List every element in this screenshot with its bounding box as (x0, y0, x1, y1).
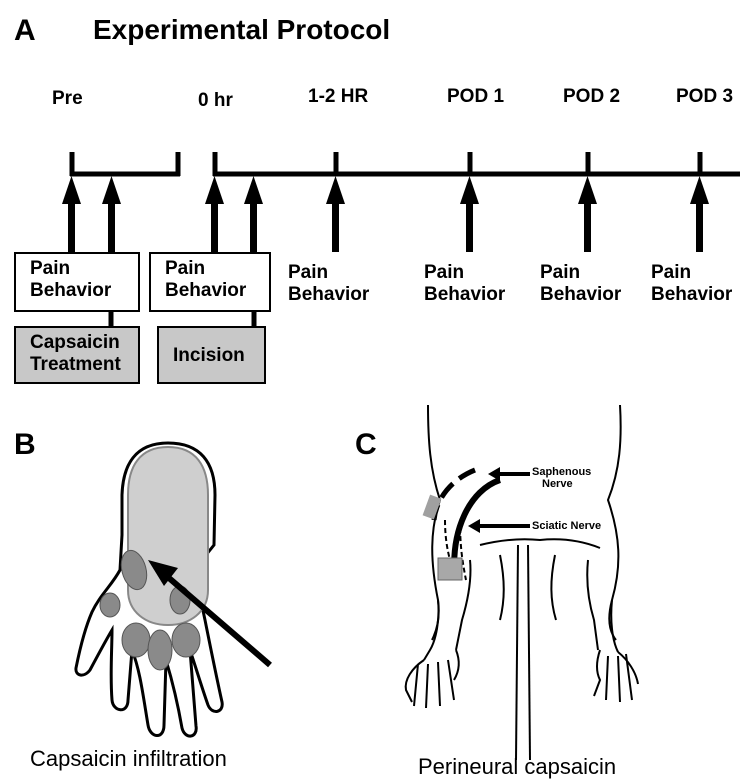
rat-illustration (406, 405, 638, 760)
timepoint-0hr: 0 hr (198, 90, 233, 112)
arrow-pod1 (460, 176, 479, 252)
capsaicin-line1: Capsaicin (30, 332, 138, 354)
box-connectors (111, 310, 254, 326)
pain-behavior-line1: Pain (30, 258, 138, 280)
timepoint-1-2hr: 1-2 HR (308, 86, 368, 108)
capsaicin-line2: Treatment (30, 354, 138, 376)
capsaicin-treatment-box: Capsaicin Treatment (14, 326, 140, 384)
saphenous-line1: Saphenous (532, 466, 591, 478)
arrow-pre-2 (102, 176, 121, 252)
arrow-pod2 (578, 176, 597, 252)
pain-behavior-line2: Behavior (651, 284, 732, 306)
panel-c-caption: Perineural capsaicin (418, 754, 616, 780)
arrow-pod3 (690, 176, 709, 252)
pain-behavior-line1: Pain (424, 262, 505, 284)
pain-behavior-line2: Behavior (540, 284, 621, 306)
panel-a-title: Experimental Protocol (93, 14, 390, 46)
saphenous-nerve-label: Saphenous Nerve (532, 466, 591, 490)
timepoint-pod1: POD 1 (447, 86, 504, 108)
paw-illustration (76, 443, 270, 736)
timepoint-pre: Pre (52, 88, 83, 110)
pain-behavior-pod2: Pain Behavior (540, 262, 621, 306)
pain-behavior-line1: Pain (540, 262, 621, 284)
panel-b-caption: Capsaicin infiltration (30, 746, 227, 772)
pain-behavior-pod1: Pain Behavior (424, 262, 505, 306)
panel-c-letter: C (355, 428, 377, 462)
sciatic-nerve-label: Sciatic Nerve (532, 520, 601, 532)
post-timeline (213, 152, 740, 176)
pain-behavior-pod3: Pain Behavior (651, 262, 732, 306)
arrow-1-2hr (326, 176, 345, 252)
timepoint-pod2: POD 2 (563, 86, 620, 108)
arrow-pre-1 (62, 176, 81, 252)
pain-behavior-line2: Behavior (30, 280, 138, 302)
pain-behavior-line2: Behavior (424, 284, 505, 306)
pain-behavior-line1: Pain (165, 258, 269, 280)
saphenous-line2: Nerve (532, 478, 591, 490)
incision-label: Incision (173, 345, 264, 367)
pain-behavior-box-pre: Pain Behavior (14, 252, 140, 312)
pain-behavior-line2: Behavior (165, 280, 269, 302)
arrow-0hr-2 (244, 176, 263, 252)
pain-behavior-box-0hr: Pain Behavior (149, 252, 271, 312)
arrow-0hr-1 (205, 176, 224, 252)
timepoint-pod3: POD 3 (676, 86, 733, 108)
incision-box: Incision (157, 326, 266, 384)
panel-a-letter: A (14, 14, 36, 48)
nerve-pointer-arrows (468, 467, 530, 533)
timeline-arrows (62, 176, 709, 252)
pain-behavior-1-2hr: Pain Behavior (288, 262, 369, 306)
pain-behavior-line1: Pain (288, 262, 369, 284)
pre-timeline (70, 152, 180, 176)
panel-b-letter: B (14, 428, 36, 462)
pain-behavior-line2: Behavior (288, 284, 369, 306)
pain-behavior-line1: Pain (651, 262, 732, 284)
